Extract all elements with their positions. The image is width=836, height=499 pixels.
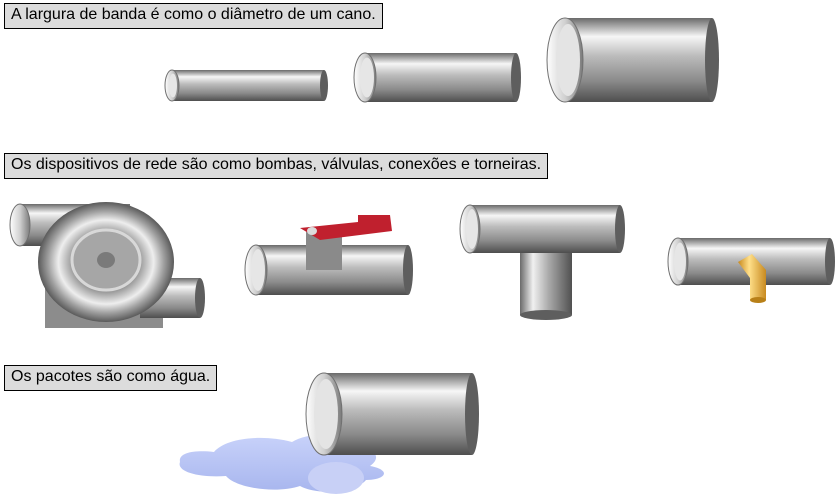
valve [244,215,413,296]
packets-caption: Os pacotes são como água. [4,365,218,391]
faucet [667,237,835,303]
wide-pipe [546,17,719,103]
medium-pipe [353,52,521,103]
tee-fitting [459,204,625,320]
pump [9,202,205,328]
water-pipe [305,372,479,456]
devices-caption: Os dispositivos de rede são como bombas,… [4,153,549,179]
thin-pipe [164,69,328,102]
bandwidth-caption: A largura de banda é como o diâmetro de … [4,3,383,29]
